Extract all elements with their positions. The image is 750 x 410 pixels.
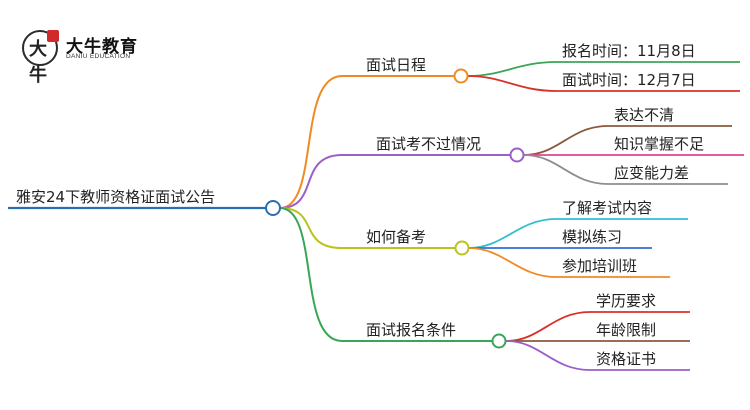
- branch-node-circle: [453, 68, 469, 84]
- leaf-label: 参加培训班: [562, 257, 637, 275]
- leaf-label: 应变能力差: [614, 164, 689, 182]
- branch-label: 面试考不过情况: [376, 135, 481, 153]
- leaf-label: 表达不清: [614, 106, 674, 124]
- logo-mark-icon: 大牛: [22, 30, 59, 86]
- logo-name: 大牛教育: [66, 37, 138, 57]
- leaf-connector: [505, 340, 591, 371]
- leaf-connector: [468, 218, 557, 249]
- branch-connector: [279, 75, 343, 209]
- brand-logo: 大牛 大牛教育 DANIU EDUCATION: [22, 30, 192, 86]
- leaf-connector: [467, 75, 557, 92]
- branch-connector: [279, 154, 343, 209]
- leaf-label: 知识掌握不足: [614, 135, 704, 153]
- leaf-label: 年龄限制: [596, 321, 656, 339]
- root-label: 雅安24下教师资格证面试公告: [16, 188, 215, 206]
- branch-label: 面试日程: [366, 56, 426, 74]
- branch-node-circle: [454, 240, 470, 256]
- leaf-label: 模拟练习: [562, 228, 622, 246]
- branch-node-circle: [491, 333, 507, 349]
- branch-connector: [279, 207, 343, 342]
- branch-node-circle: [509, 147, 525, 163]
- root-node-circle: [265, 200, 281, 216]
- branch-connector: [279, 207, 343, 249]
- leaf-label: 面试时间：12月7日: [562, 71, 696, 89]
- leaf-connector: [467, 61, 557, 77]
- leaf-connector: [505, 311, 591, 342]
- logo-seal-icon: [47, 30, 59, 42]
- leaf-label: 学历要求: [596, 292, 656, 310]
- leaf-connector: [468, 247, 557, 278]
- leaf-label: 了解考试内容: [562, 199, 652, 217]
- logo-subtitle: DANIU EDUCATION: [66, 53, 131, 60]
- leaf-label: 资格证书: [596, 350, 656, 368]
- branch-label: 面试报名条件: [366, 321, 456, 339]
- leaf-connector: [523, 125, 609, 156]
- leaf-connector: [523, 154, 609, 185]
- logo-glyph: 大牛: [29, 39, 47, 86]
- leaf-label: 报名时间：11月8日: [562, 42, 696, 60]
- branch-label: 如何备考: [366, 228, 426, 246]
